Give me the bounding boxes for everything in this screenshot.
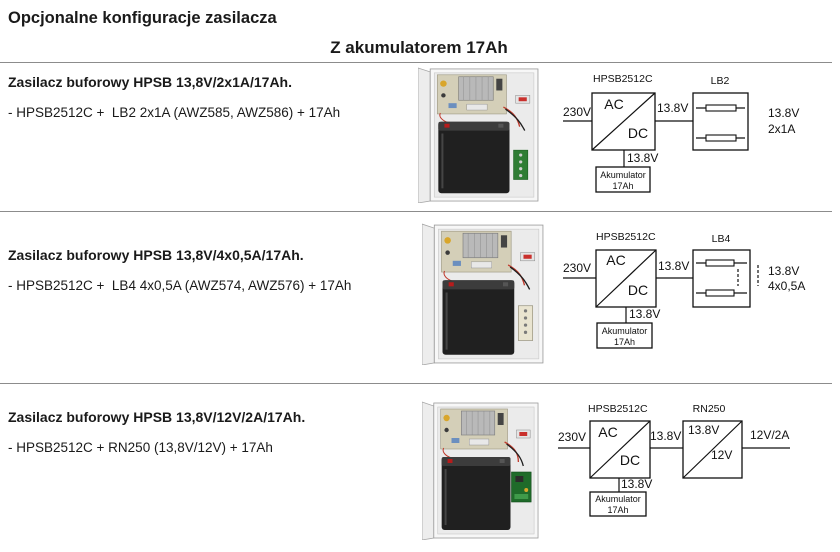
battery-voltage-label: 13.8V	[629, 307, 660, 321]
terminal-block	[513, 149, 529, 180]
battery-name-label: Akumulator	[600, 170, 646, 180]
battery-box	[596, 322, 653, 349]
battery-capacity-label: 17Ah	[607, 505, 628, 515]
output-label: 12V/2A	[750, 428, 789, 442]
psu-ac-label: AC	[604, 96, 623, 112]
fuse-2	[696, 289, 747, 297]
enclosure-door	[418, 67, 431, 203]
battery-box	[595, 166, 651, 193]
battery-name-label: Akumulator	[602, 326, 648, 336]
battery-box	[589, 491, 647, 517]
pcb-board	[441, 230, 512, 273]
battery	[441, 457, 511, 530]
psu-dc-label: DC	[628, 125, 648, 141]
psu-output-label: 13.8V	[650, 429, 681, 443]
psu-model-label: HPSB2512C	[596, 231, 656, 243]
config-heading: Zasilacz buforowy HPSB 13,8V/12V/2A/17Ah…	[8, 409, 306, 425]
psu-model-label: HPSB2512C	[588, 403, 648, 415]
battery	[438, 121, 510, 194]
terminal-block	[518, 305, 534, 341]
psu-output-label: 13.8V	[657, 101, 688, 115]
psu-box-diagonal	[591, 92, 656, 151]
psu-dc-label: DC	[620, 452, 640, 468]
fuse-1	[696, 259, 747, 267]
module-model-label: RN250	[693, 403, 726, 415]
battery	[442, 280, 515, 355]
module-box-diagonal	[682, 420, 743, 479]
enclosure-door	[422, 223, 435, 365]
input-voltage-label: 230V	[563, 261, 591, 275]
psu-model-label: HPSB2512C	[593, 73, 653, 85]
section-divider	[0, 211, 832, 212]
psu-ac-label: AC	[598, 424, 617, 440]
section-divider	[0, 383, 832, 384]
fuse-holder	[516, 429, 531, 439]
input-voltage-label: 230V	[558, 430, 586, 444]
battery-name-label: Akumulator	[595, 494, 641, 504]
config-description: - HPSB2512C + LB4 4x0,5A (AWZ574, AWZ576…	[8, 278, 352, 293]
power-supply-photo	[422, 401, 539, 540]
module-model-label: LB4	[712, 233, 731, 245]
psu-output-label: 13.8V	[658, 259, 689, 273]
input-voltage-label: 230V	[563, 105, 591, 119]
output-voltage-label: 13.8V	[768, 106, 799, 120]
psu-dc-label: DC	[628, 282, 648, 298]
module-box	[692, 249, 751, 308]
output-voltage-label: 13.8V	[768, 264, 799, 278]
module-input-label: 13.8V	[688, 423, 719, 437]
wiring-diagram: HPSB2512C AC DC 230V 13.8V RN250 13.8V 1…	[558, 403, 790, 517]
wiring-diagram: HPSB2512C AC DC 230V 13.8V LB4 13.8V 4x0…	[563, 231, 805, 349]
battery-capacity-label: 17Ah	[612, 181, 633, 191]
fuse-1	[696, 104, 745, 112]
output-current-label: 2x1A	[768, 122, 795, 136]
section-subtitle: Z akumulatorem 17Ah	[330, 38, 508, 57]
psu-box-diagonal	[589, 420, 651, 479]
pcb-board	[437, 74, 507, 115]
page-title: Opcjonalne konfiguracje zasilacza	[8, 9, 277, 27]
fuse-2	[696, 134, 745, 142]
section-divider	[0, 62, 832, 63]
module-model-label: LB2	[711, 75, 730, 87]
converter-module	[511, 471, 532, 503]
config-description: - HPSB2512C + RN250 (13,8V/12V) + 17Ah	[8, 440, 273, 455]
config-description: - HPSB2512C + LB2 2x1A (AWZ585, AWZ586) …	[8, 105, 341, 120]
battery-capacity-label: 17Ah	[614, 337, 635, 347]
enclosure-door	[422, 401, 435, 540]
power-supply-photo	[418, 67, 539, 203]
psu-box-diagonal	[595, 249, 657, 308]
wiring-diagram: HPSB2512C AC DC 230V 13.8V LB2 13.8V 2x1…	[563, 73, 799, 193]
config-heading: Zasilacz buforowy HPSB 13,8V/2x1A/17Ah.	[8, 74, 292, 90]
config-heading: Zasilacz buforowy HPSB 13,8V/4x0,5A/17Ah…	[8, 247, 304, 263]
power-supply-photo	[422, 223, 544, 365]
battery-voltage-label: 13.8V	[621, 477, 652, 491]
fuse-holder	[515, 95, 531, 104]
output-current-label: 4x0,5A	[768, 279, 805, 293]
pcb-board	[440, 408, 508, 450]
battery-voltage-label: 13.8V	[627, 151, 658, 165]
fuse-holder	[520, 252, 536, 262]
psu-ac-label: AC	[606, 252, 625, 268]
module-output-label: 12V	[711, 448, 732, 462]
